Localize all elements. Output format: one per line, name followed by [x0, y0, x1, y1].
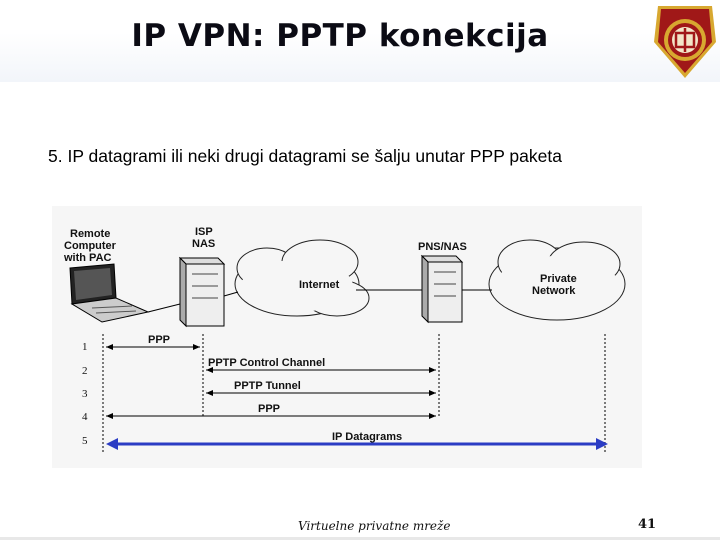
- arrow-row-2: [206, 367, 436, 373]
- row-number-4: 4: [82, 411, 88, 423]
- arrow-row-5-highlighted: [106, 438, 608, 450]
- remote-computer-label-1: Remote: [70, 228, 110, 240]
- pns-server-icon: [420, 254, 464, 324]
- row-label-3: PPTP Tunnel: [234, 380, 301, 392]
- nas-label: NAS: [192, 238, 215, 250]
- row-label-5: IP Datagrams: [332, 431, 402, 443]
- row-number-1: 1: [82, 341, 88, 353]
- pptp-diagram: Remote Computer with PAC ISP NAS: [52, 206, 642, 468]
- remote-computer-label-3: with PAC: [63, 252, 112, 264]
- private-network-cloud-icon: [488, 239, 626, 321]
- internet-label: Internet: [299, 279, 340, 291]
- private-label: Private: [540, 273, 577, 285]
- row-number-2: 2: [82, 365, 88, 377]
- row-number-3: 3: [82, 388, 88, 400]
- pns-nas-label: PNS/NAS: [418, 241, 467, 253]
- isp-label: ISP: [195, 226, 213, 238]
- row-label-2: PPTP Control Channel: [208, 357, 325, 369]
- header-band: [0, 0, 720, 82]
- bullet-point: 5. IP datagrami ili neki drugi datagrami…: [48, 146, 562, 166]
- bottom-divider: [0, 537, 720, 540]
- row-label-1: PPP: [148, 334, 170, 346]
- row-label-4: PPP: [258, 403, 280, 415]
- internet-cloud-icon: [234, 239, 370, 317]
- arrow-row-1: [106, 344, 200, 350]
- university-crest-logo: [650, 2, 720, 82]
- arrow-row-4: [106, 413, 436, 419]
- row-number-5: 5: [82, 435, 88, 447]
- slide-title: IP VPN: PPTP konekcija: [131, 18, 549, 54]
- arrow-row-3: [206, 390, 436, 396]
- laptop-icon: [69, 263, 150, 323]
- network-label: Network: [532, 285, 576, 297]
- footer-text: Virtuelne privatne mreže: [298, 519, 451, 533]
- remote-computer-label-2: Computer: [64, 240, 117, 252]
- page-number: 41: [638, 517, 657, 532]
- isp-server-icon: [178, 256, 226, 328]
